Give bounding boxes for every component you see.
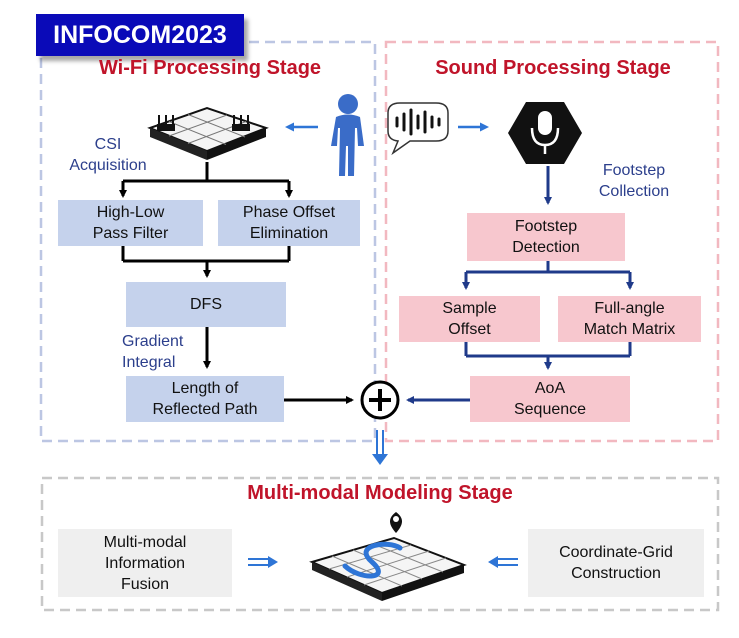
map-path-icon — [309, 536, 467, 601]
sound-stage-frame — [384, 40, 720, 443]
modeling-stage-title: Multi-modal Modeling Stage — [247, 482, 513, 504]
aoa-sequence-box: AoA Sequence — [470, 376, 630, 422]
information-fusion-box: Multi-modal Information Fusion — [58, 529, 232, 597]
dfs-box: DFS — [126, 282, 286, 327]
footstep-detection-box: Footstep Detection — [467, 213, 625, 261]
footstep-collection-label: Footstep Collection — [598, 162, 670, 200]
microphone-icon — [508, 102, 582, 164]
gradient-integral-label: Gradient Integral — [122, 333, 184, 371]
reflected-path-box: Length of Reflected Path — [126, 376, 284, 422]
sound-flow-arrows — [406, 166, 634, 404]
double-arrow-left — [488, 556, 518, 568]
sound-stage-title: Sound Processing Stage — [435, 57, 671, 79]
wifi-flow-arrows — [119, 162, 354, 404]
sample-offset-box: Sample Offset — [399, 296, 540, 342]
location-pin-icon — [390, 512, 402, 533]
router-icon — [147, 106, 269, 160]
soundwave-icon — [387, 102, 449, 156]
person-icon — [331, 94, 364, 176]
filter-box: High-Low Pass Filter — [58, 200, 203, 246]
phase-offset-box: Phase Offset Elimination — [218, 200, 360, 246]
conference-badge: INFOCOM2023 — [36, 14, 244, 56]
double-arrow-down — [372, 430, 388, 465]
csi-acquisition-label: CSI Acquisition — [69, 136, 147, 174]
wifi-stage-title: Wi-Fi Processing Stage — [98, 57, 322, 79]
modeling-stage-frame — [40, 476, 720, 612]
coordinate-grid-box: Coordinate-Grid Construction — [528, 529, 704, 597]
double-arrow-right — [248, 556, 278, 568]
plus-circle-icon — [360, 380, 400, 420]
match-matrix-box: Full-angle Match Matrix — [558, 296, 701, 342]
